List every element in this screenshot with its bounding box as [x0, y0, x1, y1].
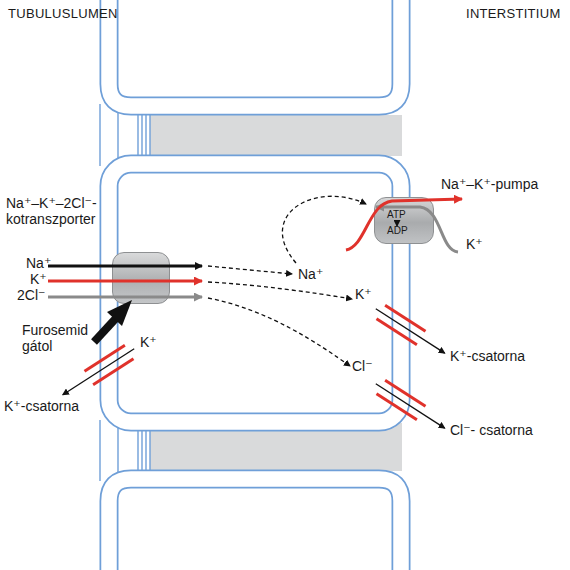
membrane-outline	[109, 164, 401, 422]
dashed-arrow	[282, 196, 366, 263]
dashed-arrow	[208, 266, 292, 274]
sodium-pump-arrow	[346, 199, 462, 250]
potassium-pump-arrow	[376, 207, 458, 252]
drug-label: Furosemid gátol	[22, 322, 100, 354]
cotransporter-box: Na⁺–K⁺–2Cl⁻- kotranszporter	[112, 252, 170, 304]
channel-label: K⁺-csatorna	[4, 398, 79, 414]
cell-membrane-core	[109, 0, 401, 570]
membrane-core	[109, 479, 401, 570]
adp-label: ADP	[387, 225, 408, 236]
inhibition-arrow	[94, 316, 118, 342]
channel-flux-arrow	[376, 384, 445, 428]
ion-label: K⁺	[355, 286, 372, 302]
junction-line	[99, 104, 100, 166]
channel-wall	[385, 305, 425, 331]
transporter-name: Na⁺–K⁺–2Cl⁻- kotranszporter	[6, 195, 136, 227]
channel-flux-arrow	[63, 349, 134, 395]
cell-membrane	[109, 0, 401, 570]
intercellular-space	[150, 115, 402, 156]
inhibition-arrow-head	[107, 300, 132, 326]
channel-label: Cl⁻- csatorna	[450, 422, 533, 438]
ion-label: 2Cl⁻	[17, 287, 45, 303]
membrane-outline	[109, 479, 401, 570]
channel-label: K⁺-csatorna	[450, 348, 525, 364]
ion-label: Na⁺	[298, 266, 323, 282]
region-label: TUBULUSLUMEN	[8, 6, 118, 22]
channel-wall	[85, 345, 125, 371]
ion-label: Na⁺	[26, 255, 51, 271]
pump-box: Na⁺–K⁺-pumpaATPADP	[374, 197, 434, 244]
chloride-flux-arrow	[48, 296, 202, 299]
potassium-flux-arrow	[48, 280, 202, 283]
ion-label: K⁺	[140, 334, 157, 350]
sodium-flux-arrow	[48, 265, 202, 268]
membrane-outline	[109, 0, 401, 106]
channel-wall	[377, 394, 417, 420]
ion-label: K⁺	[466, 236, 483, 252]
membrane-core	[109, 164, 401, 422]
region-label: INTERSTITIUM	[466, 6, 561, 22]
chloride-channel	[376, 380, 445, 428]
potassium-channel	[376, 305, 445, 353]
potassium-channel	[63, 345, 134, 394]
ion-label: K⁺	[30, 271, 47, 287]
channel-wall	[377, 319, 417, 345]
channel-wall	[93, 359, 133, 385]
channel-wall	[385, 380, 425, 406]
intracellular-paths	[208, 196, 366, 366]
dashed-arrow	[208, 282, 352, 299]
atp-label: ATP	[387, 209, 406, 220]
junction-line	[99, 420, 100, 481]
channel-flux-arrow	[376, 309, 445, 353]
pump-name: Na⁺–K⁺-pumpa	[441, 176, 538, 192]
atp-arrow	[397, 220, 398, 226]
ion-label: Cl⁻	[352, 358, 373, 374]
membrane-core	[109, 0, 401, 106]
dashed-arrow	[208, 298, 350, 366]
